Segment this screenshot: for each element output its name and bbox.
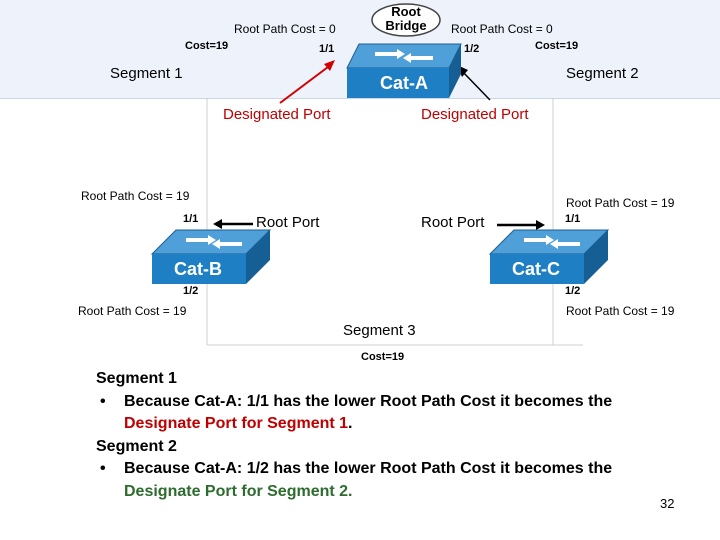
note-seg1-line1: • Because Cat-A: 1/1 has the lower Root … [96, 391, 706, 414]
note-seg2-text1: Because Cat-A: 1/2 has the lower Root Pa… [124, 460, 613, 477]
cat-b-label: Cat-B [174, 259, 222, 279]
note-seg1-text2-end: . [348, 415, 353, 432]
cost-a-left: Cost=19 [185, 40, 229, 52]
rpc-b-bottom: Root Path Cost = 19 [78, 304, 187, 318]
note-seg2-line2: Designate Port for Segment 2. [96, 481, 706, 504]
port-b-1-2: 1/2 [183, 285, 199, 297]
port-c-1-2: 1/2 [565, 285, 581, 297]
port-a-1-1: 1/1 [319, 43, 335, 55]
root-port-right-label: Root Port [421, 214, 485, 231]
switch-cat-b[interactable]: Cat-B [150, 228, 272, 284]
segment2-label: Segment 2 [566, 65, 639, 82]
root-port-left-label: Root Port [256, 214, 320, 231]
switch-cat-c[interactable]: Cat-C [488, 228, 610, 284]
note-seg1-heading: Segment 1 [96, 370, 177, 387]
rpc-c-bottom: Root Path Cost = 19 [566, 304, 675, 318]
root-port-arrowhead-right [536, 220, 545, 230]
designated-arrowhead-left [324, 60, 335, 71]
rpc-c-top: Root Path Cost = 19 [566, 196, 675, 210]
note-seg2-text2: Designate Port for Segment 2. [124, 482, 353, 500]
segment3-label: Segment 3 [343, 322, 416, 339]
designated-arrow-left [279, 63, 333, 104]
port-a-1-2: 1/2 [464, 43, 480, 55]
rpc-a-right: Root Path Cost = 0 [451, 22, 553, 36]
designated-port-left-label: Designated Port [223, 106, 331, 123]
note-seg2-heading: Segment 2 [96, 437, 177, 455]
cost-a-right: Cost=19 [535, 40, 579, 52]
cat-a-label: Cat-A [380, 73, 428, 93]
rpc-a-left: Root Path Cost = 0 [234, 22, 336, 36]
explanation-notes: Segment 1 • Because Cat-A: 1/1 has the l… [96, 368, 706, 503]
note-seg1-text2: Designate Port for Segment 1 [124, 415, 349, 432]
designated-arrow-right [460, 69, 491, 101]
note-seg1-bullet: • [100, 392, 106, 410]
designated-port-right-label: Designated Port [421, 106, 529, 123]
port-b-1-1: 1/1 [183, 213, 199, 225]
port-c-1-1: 1/1 [565, 213, 581, 225]
page-number: 32 [660, 496, 675, 511]
note-seg2-line1: • Because Cat-A: 1/2 has the lower Root … [96, 458, 706, 481]
note-seg1-text1: Because Cat-A: 1/1 has the lower Root Pa… [124, 392, 613, 410]
root-port-arrowhead-left [213, 219, 222, 229]
note-seg1-line2: Designate Port for Segment 1. [96, 413, 706, 436]
note-seg2-bullet: • [100, 460, 106, 477]
segment1-label: Segment 1 [110, 65, 183, 82]
cost-segment3: Cost=19 [361, 351, 405, 363]
cat-c-label: Cat-C [512, 259, 560, 279]
switch-cat-a[interactable]: Cat-A [345, 42, 463, 98]
rpc-b-top: Root Path Cost = 19 [81, 189, 190, 203]
